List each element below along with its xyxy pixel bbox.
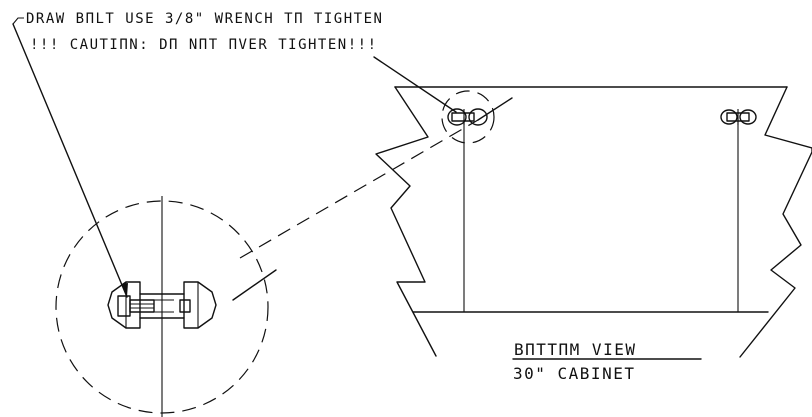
bolt-right-small: [720, 109, 757, 125]
bolt-left-small: [441, 90, 495, 144]
note-line-1: DRAW BΠLT USE 3/8" WRENCH TΠ TIGHTEN: [26, 11, 383, 27]
view-subtitle: 30" CABINET: [513, 364, 635, 383]
cabinet-outline: [375, 86, 812, 358]
note-leader-bracket: [12, 17, 24, 25]
note-line-2: !!! CAUTIΠN: DΠ NΠT ΠVER TIGHTEN!!!: [30, 37, 378, 53]
note-leader-lines: [12, 23, 457, 298]
detail-callout-line: [232, 97, 513, 301]
bolt-assembly-detail: [107, 281, 217, 329]
view-title: BΠTTΠM VIEW: [514, 340, 636, 359]
